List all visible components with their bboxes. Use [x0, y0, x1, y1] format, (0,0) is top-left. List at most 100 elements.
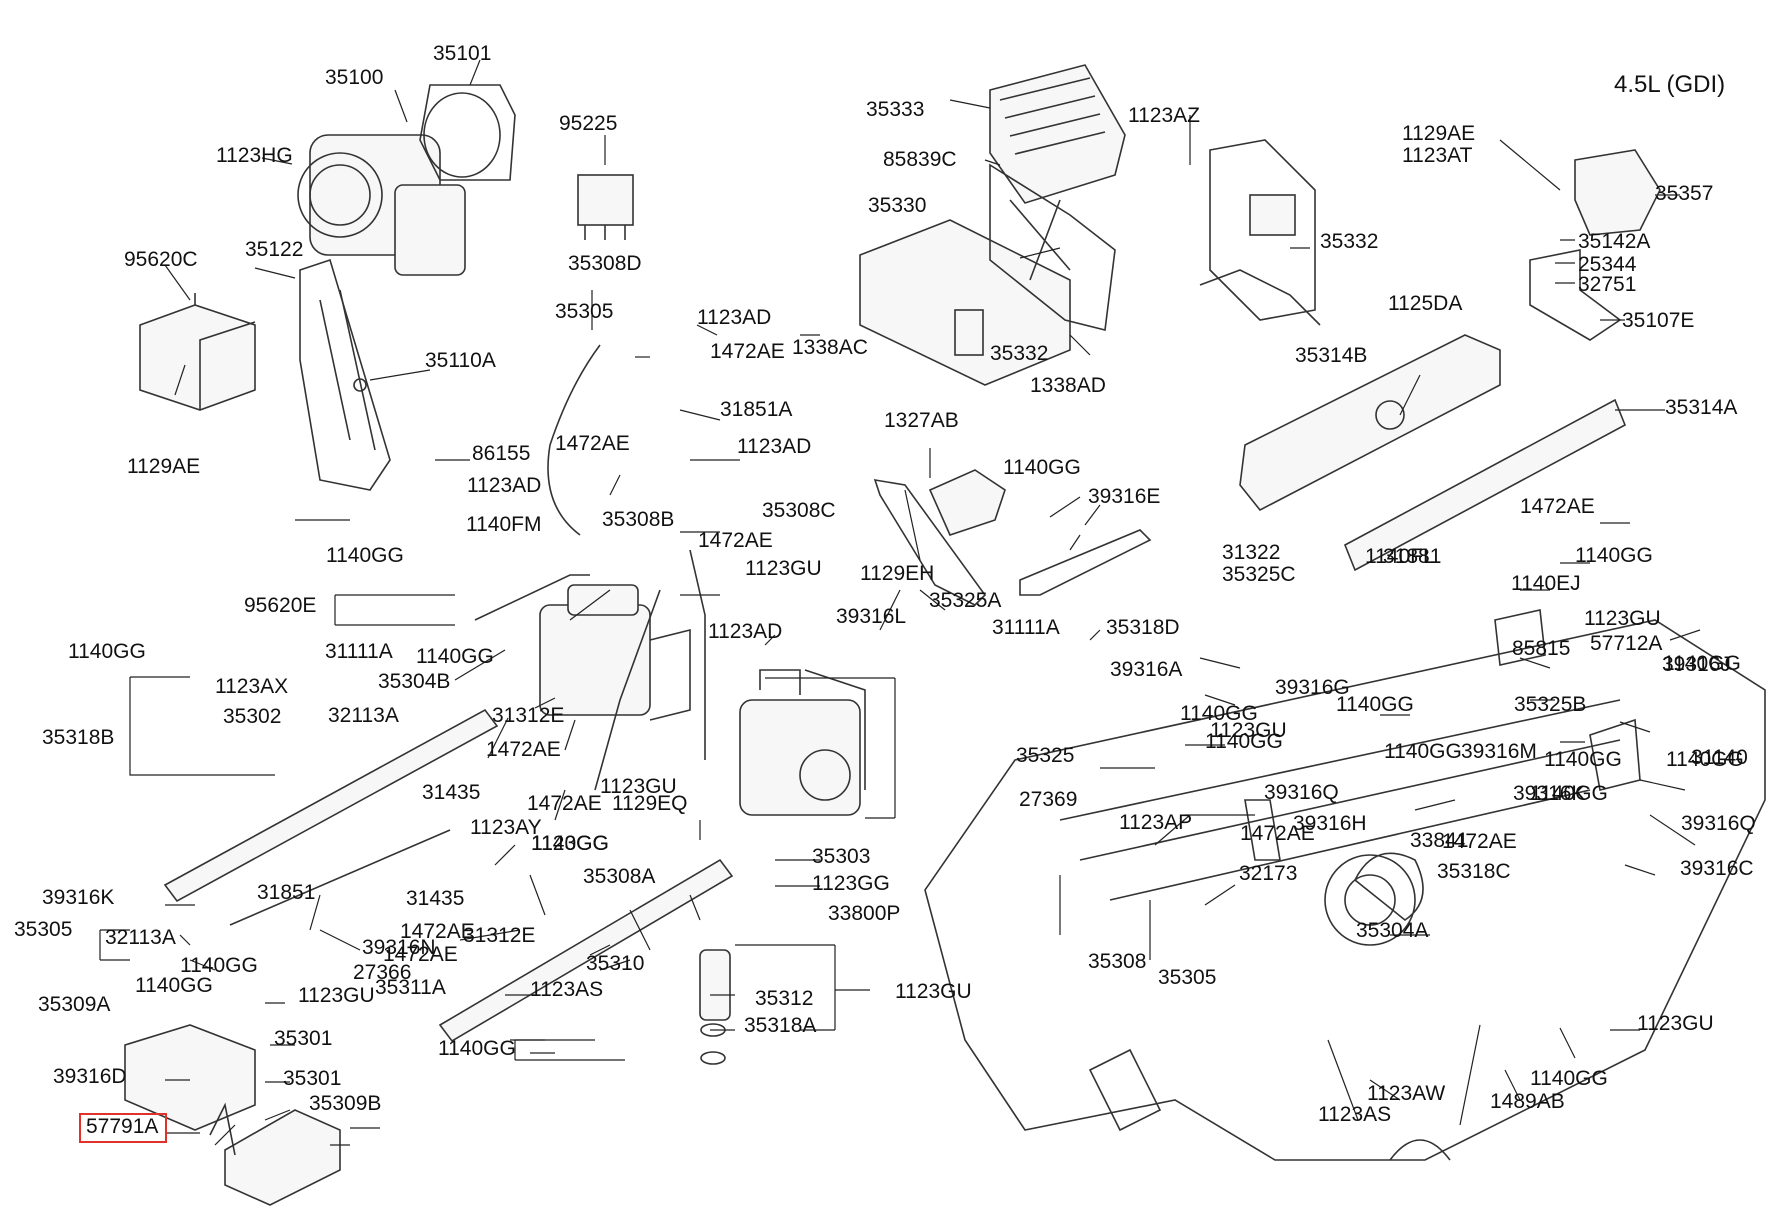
callout-label[interactable]: 35314B: [1295, 344, 1367, 367]
callout-label[interactable]: 1140FL: [1365, 545, 1435, 568]
callout-label[interactable]: 31312E: [463, 924, 535, 947]
callout-label[interactable]: 1140GG: [1663, 652, 1741, 675]
callout-label[interactable]: 1472AE: [1240, 822, 1315, 845]
callout-label[interactable]: 1140GG: [1544, 748, 1622, 771]
callout-label[interactable]: 35318B: [42, 726, 114, 749]
callout-label[interactable]: 1472AE: [1520, 495, 1595, 518]
callout-label[interactable]: 35308D: [568, 252, 642, 275]
callout-label[interactable]: 39316J: [1662, 653, 1731, 676]
callout-label[interactable]: 1140GG: [1336, 693, 1414, 716]
callout-label[interactable]: 1129EQ: [612, 792, 688, 815]
callout-label[interactable]: 35142A: [1578, 230, 1650, 253]
callout-label[interactable]: 1140GG: [68, 640, 146, 663]
callout-label[interactable]: 39316G: [1275, 676, 1350, 699]
callout-label[interactable]: 1123AS: [1318, 1103, 1391, 1126]
callout-label[interactable]: 35318C: [1437, 860, 1511, 883]
callout-label[interactable]: 1123AW: [1367, 1082, 1445, 1105]
callout-label[interactable]: 1123AD: [708, 620, 782, 643]
callout-label[interactable]: 1123GG: [531, 832, 609, 855]
callout-label[interactable]: 32751: [1578, 273, 1636, 296]
callout-label[interactable]: 35100: [325, 66, 383, 89]
callout-label[interactable]: 33841: [1410, 829, 1468, 852]
callout-label[interactable]: 35325A: [929, 589, 1001, 612]
callout-label[interactable]: 35318D: [1106, 616, 1180, 639]
callout-label[interactable]: 39316A: [1110, 658, 1182, 681]
callout-label[interactable]: 35308A: [583, 865, 655, 888]
callout-label[interactable]: 35122: [245, 238, 303, 261]
callout-label[interactable]: 1472AE: [383, 943, 458, 966]
callout-label[interactable]: 32113A: [105, 926, 176, 949]
callout-label[interactable]: 1140GG: [531, 832, 609, 855]
callout-label[interactable]: 1123AY: [470, 816, 542, 839]
callout-label[interactable]: 35301: [283, 1067, 341, 1090]
callout-label[interactable]: 1140GG: [1205, 730, 1283, 753]
callout-label[interactable]: 39316K: [1513, 782, 1585, 805]
callout-label[interactable]: 1140GG: [180, 954, 258, 977]
callout-label[interactable]: 39316N: [362, 936, 436, 959]
callout-label[interactable]: 35305: [555, 300, 613, 323]
callout-label[interactable]: 1123AD: [467, 474, 541, 497]
callout-label[interactable]: 35308B: [602, 508, 674, 531]
callout-label[interactable]: 1472AE: [555, 432, 630, 455]
callout-label[interactable]: 35357: [1655, 182, 1713, 205]
callout-label[interactable]: 32113A: [328, 704, 399, 727]
callout-label[interactable]: 35333: [866, 98, 924, 121]
callout-label[interactable]: 1123HG: [216, 144, 293, 167]
callout-label[interactable]: 39316Q: [1681, 812, 1756, 835]
callout-label[interactable]: 35325B: [1514, 693, 1586, 716]
callout-label[interactable]: 39316K: [42, 886, 114, 909]
callout-label[interactable]: 1140GG: [1003, 456, 1081, 479]
callout-label[interactable]: 27369: [1019, 788, 1077, 811]
callout-label[interactable]: 31140: [1691, 746, 1748, 769]
callout-label[interactable]: 39316Q: [1264, 781, 1339, 804]
callout-label[interactable]: 1123GU: [895, 980, 972, 1003]
callout-label[interactable]: 1140GG: [326, 544, 404, 567]
callout-label[interactable]: 1123AZ: [1128, 104, 1200, 127]
callout-label[interactable]: 1129AE: [127, 455, 200, 478]
callout-label[interactable]: 1123AX: [215, 675, 288, 698]
callout-label[interactable]: 31851A: [720, 398, 792, 421]
callout-label[interactable]: 35304A: [1356, 919, 1428, 942]
callout-label[interactable]: 1472AE: [1442, 830, 1517, 853]
callout-label[interactable]: 1140FM: [466, 513, 541, 536]
callout-label[interactable]: 1140GG: [1180, 702, 1258, 725]
callout-label[interactable]: 31851: [257, 881, 315, 904]
callout-label[interactable]: 39316H: [1293, 812, 1367, 835]
callout-label[interactable]: 57791A: [86, 1115, 158, 1138]
callout-label[interactable]: 1123AS: [530, 978, 603, 1001]
callout-label[interactable]: 1123AD: [737, 435, 811, 458]
callout-label[interactable]: 1140GG: [1666, 748, 1744, 771]
callout-label[interactable]: 95620C: [124, 248, 198, 271]
callout-label[interactable]: 1129AE: [1402, 122, 1475, 145]
callout-label[interactable]: 35304B: [378, 670, 450, 693]
callout-label[interactable]: 57712A: [1590, 632, 1662, 655]
callout-label[interactable]: 1123GU: [745, 557, 822, 580]
callout-label[interactable]: 27366: [353, 961, 411, 984]
callout-label[interactable]: 1472AE: [710, 340, 785, 363]
callout-label[interactable]: 32173: [1239, 862, 1297, 885]
callout-label[interactable]: 33800P: [828, 902, 900, 925]
callout-label[interactable]: 85815: [1512, 637, 1570, 660]
callout-label[interactable]: 35301: [274, 1027, 332, 1050]
callout-label[interactable]: 1123AP: [1119, 811, 1192, 834]
callout-label[interactable]: 35305: [14, 918, 72, 941]
callout-label[interactable]: 35308C: [762, 499, 836, 522]
callout-label[interactable]: 35325: [1016, 744, 1074, 767]
callout-label[interactable]: 1472AE: [698, 529, 773, 552]
callout-label[interactable]: 1338AD: [1030, 374, 1106, 397]
callout-label[interactable]: 35332: [990, 342, 1048, 365]
callout-label[interactable]: 39316C: [1680, 857, 1754, 880]
callout-label[interactable]: 35310: [586, 952, 644, 975]
callout-label[interactable]: 31435: [422, 781, 480, 804]
callout-label[interactable]: 39316D: [53, 1065, 127, 1088]
callout-label[interactable]: 1472AE: [527, 792, 602, 815]
callout-label[interactable]: 1125DA: [1388, 292, 1462, 315]
callout-label[interactable]: 1140GG: [1530, 1067, 1608, 1090]
callout-label[interactable]: 1140EJ: [1511, 572, 1581, 595]
callout-label[interactable]: 1123GU: [1210, 719, 1287, 742]
callout-label[interactable]: 35101: [433, 42, 491, 65]
callout-label[interactable]: 1123GU: [1637, 1012, 1714, 1035]
callout-label[interactable]: 35314A: [1665, 396, 1737, 419]
callout-label[interactable]: 1140GG: [1575, 544, 1653, 567]
callout-label[interactable]: 31312E: [492, 704, 564, 727]
